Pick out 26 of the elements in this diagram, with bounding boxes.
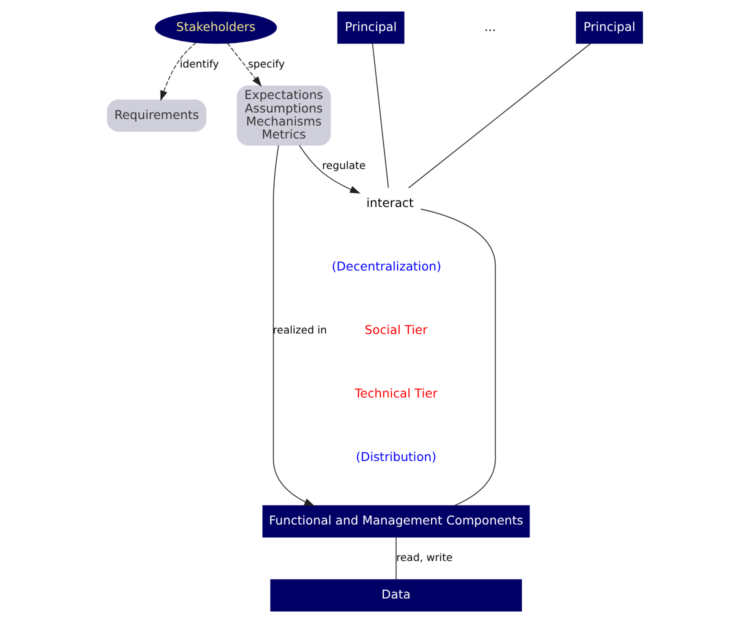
edge-label: read, write	[396, 552, 452, 564]
label: (Distribution)	[355, 450, 436, 464]
arrow	[160, 42, 196, 102]
edge-label: regulate	[322, 160, 366, 172]
node-text: interact	[366, 196, 414, 210]
label: ...	[484, 20, 496, 34]
connector	[408, 42, 591, 188]
edge-label: realized in	[272, 324, 326, 336]
node-ellipse: Stakeholders	[154, 12, 276, 44]
node-box: Functional and Management Components	[262, 505, 530, 538]
connector	[372, 42, 388, 188]
arrow	[272, 145, 314, 506]
arrow	[226, 42, 262, 87]
node-box: Expectations Assumptions Mechanisms Metrics	[236, 86, 330, 146]
label: (Decentralization)	[331, 259, 441, 274]
connector	[420, 208, 496, 506]
node-box: Principal	[575, 12, 642, 44]
edge-label: identify	[179, 58, 218, 70]
node-box: Principal	[336, 12, 404, 44]
node-box: Data	[270, 579, 522, 612]
connector	[395, 536, 396, 580]
label: Social Tier	[364, 322, 428, 337]
arrow	[298, 144, 360, 194]
node-box: Requirements	[106, 100, 206, 132]
label: Technical Tier	[354, 386, 437, 400]
edge-label: specify	[247, 58, 284, 70]
